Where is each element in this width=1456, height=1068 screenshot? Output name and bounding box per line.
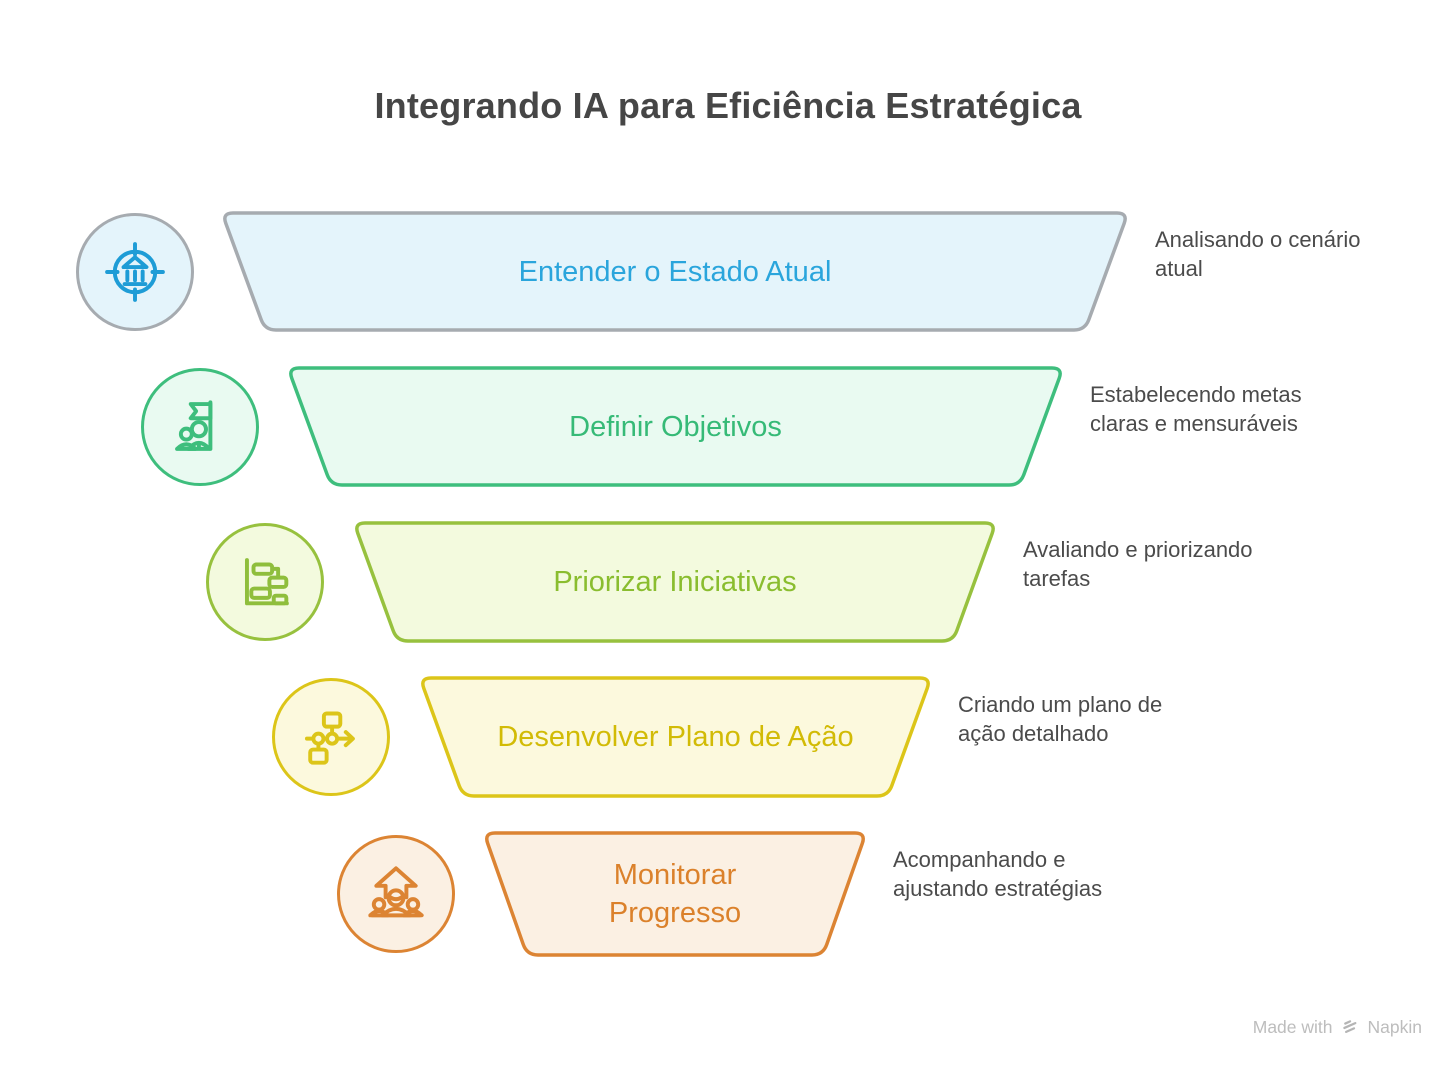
step-label: Monitorar Progresso bbox=[608, 859, 742, 929]
funnel-segment bbox=[289, 366, 1062, 487]
page-title: Integrando IA para Eficiência Estratégic… bbox=[374, 85, 1082, 126]
step-description: Analisando o cenário atual bbox=[1155, 227, 1361, 281]
step-icon-circle bbox=[76, 212, 194, 331]
step-label: Priorizar Iniciativas bbox=[553, 566, 797, 598]
step-label: Entender o Estado Atual bbox=[518, 255, 832, 288]
step-icon-circle bbox=[141, 367, 259, 486]
flowchart-icon bbox=[304, 711, 355, 765]
made-with-napkin: Made with Napkin bbox=[1253, 1017, 1422, 1038]
team-flag-icon bbox=[175, 399, 213, 451]
napkin-logo-icon bbox=[1342, 1020, 1356, 1034]
made-with-text: Made with bbox=[1252, 1017, 1333, 1037]
step-icon-circle bbox=[206, 523, 324, 641]
funnel-segment bbox=[421, 676, 930, 798]
step-icon-circle bbox=[272, 678, 390, 796]
step-description: Avaliando e priorizando tarefas bbox=[1023, 537, 1253, 591]
team-growth-icon bbox=[368, 866, 424, 918]
step-description: Criando um plano de ação detalhado bbox=[958, 692, 1163, 746]
step-label: Desenvolver Plano de Ação bbox=[497, 721, 854, 753]
funnel-segment bbox=[355, 521, 995, 643]
step-icon-circle bbox=[337, 835, 455, 953]
brand-text: Napkin bbox=[1367, 1017, 1422, 1037]
step-label: Definir Objetivos bbox=[569, 410, 782, 443]
step-description: Acompanhando e ajustando estratégias bbox=[893, 847, 1103, 901]
bank-target-icon bbox=[105, 241, 165, 302]
step-description: Estabelecendo metas claras e mensuráveis bbox=[1090, 382, 1302, 436]
funnel-segment bbox=[485, 831, 865, 957]
funnel-segment bbox=[223, 211, 1127, 332]
gantt-chart-icon bbox=[244, 558, 289, 606]
